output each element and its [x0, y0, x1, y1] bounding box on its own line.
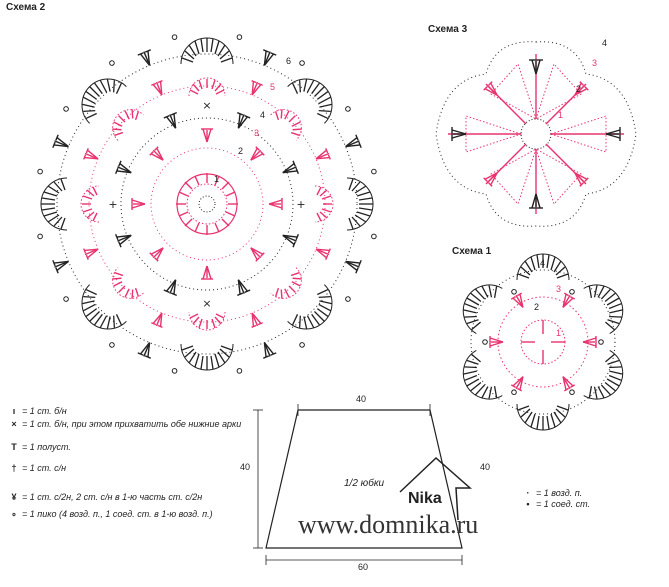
legend-symbol: ·: [526, 488, 530, 498]
svg-text:+: +: [108, 198, 117, 211]
scheme-3-title: Схема 3: [428, 24, 468, 35]
round-number: 1: [558, 110, 564, 120]
legend-symbol: •: [526, 499, 530, 509]
nika-logo: Nika: [408, 490, 442, 507]
svg-text:×: ×: [202, 99, 211, 112]
round-number: 2: [534, 302, 540, 312]
round-number: 4: [602, 38, 608, 48]
legend-text: = 1 пико (4 возд. п., 1 соед. ст. в 1-ю …: [22, 509, 213, 519]
legend-text: = 1 ст. б/н, при этом прихватить обе ниж…: [22, 419, 242, 429]
round-number: 3: [556, 284, 562, 294]
scheme-1-diagram: [453, 253, 633, 431]
pattern-right-dimension: 40: [480, 462, 491, 472]
round-number: 3: [254, 128, 260, 138]
legend-text: = 1 ст. с/н: [22, 463, 67, 473]
legend-item: T = 1 полуст.: [6, 442, 244, 453]
legend-text: = 1 ст. б/н: [22, 406, 67, 416]
legend-text: = 1 полуст.: [22, 442, 71, 452]
stitch-legend: ı = 1 ст. б/н × = 1 ст. б/н, при этом прих…: [6, 406, 244, 520]
pattern-top-dimension: 40: [356, 394, 367, 404]
legend-symbol: ı: [12, 406, 16, 416]
round-number: 4: [260, 110, 266, 120]
legend-item: ∘ = 1 пико (4 возд. п., 1 соед. ст. в 1-ю…: [6, 509, 244, 520]
legend-symbol: †: [11, 463, 17, 473]
legend-text: = 1 соед. ст.: [536, 499, 591, 509]
scheme-1-title: Схема 1: [452, 246, 492, 257]
chain-legend: · = 1 возд. п. • = 1 соед. ст.: [520, 488, 660, 510]
legend-item: ¥ = 1 ст. с/2н, 2 ст. с/н в 1-ю часть ст.…: [6, 492, 244, 503]
pattern-part-label: 1/2 юбки: [344, 478, 385, 489]
pattern-bottom-dimension: 60: [358, 562, 369, 572]
legend-item: · = 1 возд. п.: [520, 488, 660, 499]
website-watermark: www.domnika.ru: [298, 510, 479, 539]
legend-item: × = 1 ст. б/н, при этом прихватить обе ни…: [6, 419, 244, 430]
legend-item: † = 1 ст. с/н: [6, 463, 244, 474]
scheme-2-title: Схема 2: [6, 2, 46, 13]
round-number: 1: [556, 328, 562, 338]
pattern-left-dimension: 40: [240, 462, 251, 472]
legend-item: • = 1 соед. ст.: [520, 499, 660, 510]
round-number: 5: [270, 82, 276, 92]
round-number: 4: [540, 258, 546, 268]
legend-symbol: ¥: [11, 492, 17, 502]
round-number: 3: [592, 58, 598, 68]
legend-symbol: ×: [11, 419, 17, 429]
legend-text: = 1 возд. п.: [536, 488, 583, 498]
svg-text:+: +: [296, 198, 305, 211]
round-number: 6: [286, 56, 292, 66]
round-number: 1: [214, 174, 220, 184]
scheme-3-diagram: [435, 41, 637, 227]
round-number: 2: [238, 146, 244, 156]
svg-text:×: ×: [202, 297, 211, 310]
round-number: 2: [576, 84, 582, 94]
scheme-2-diagram: × × + +: [36, 33, 378, 375]
legend-item: ı = 1 ст. б/н: [6, 406, 244, 417]
legend-text: = 1 ст. с/2н, 2 ст. с/н в 1-ю часть ст. …: [22, 492, 203, 502]
legend-symbol: ∘: [11, 509, 17, 519]
skirt-pattern: [253, 404, 472, 565]
legend-symbol: T: [11, 442, 17, 452]
